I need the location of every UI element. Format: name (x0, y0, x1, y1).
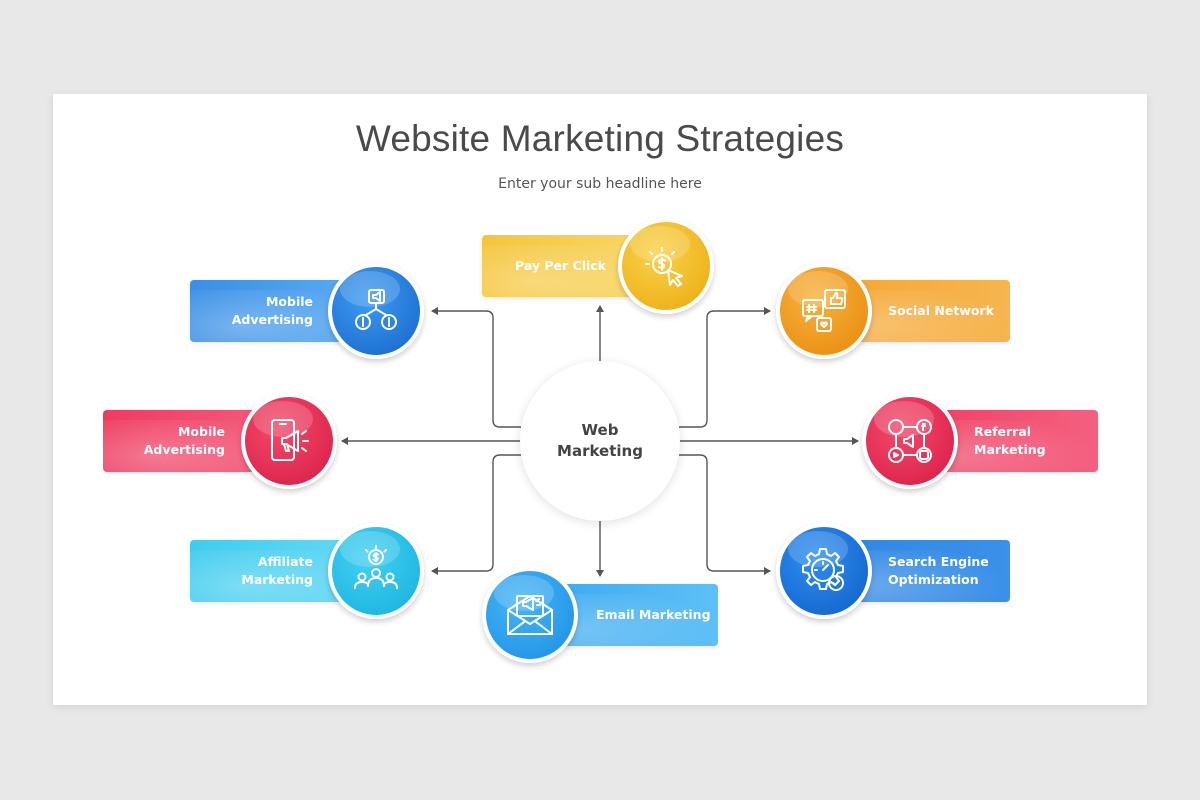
node-label-line2: Marketing (241, 572, 313, 587)
megaphone-coins-icon (328, 263, 424, 359)
node-label-line2: Advertising (231, 312, 313, 327)
page-subtitle: Enter your sub headline here (498, 176, 702, 192)
node-label: Pay Per Click (515, 258, 606, 273)
node-label: Email Marketing (596, 607, 711, 622)
center-line2: Marketing (557, 442, 643, 460)
connector-mobile-advertising-top (431, 307, 521, 428)
center-node-web-marketing: Web Marketing (520, 361, 680, 521)
affiliate-people-icon (328, 523, 424, 619)
node-label-line1: Search Engine (888, 554, 989, 569)
node-label: Mobile Advertising (232, 293, 390, 329)
node-label: Search Engine Optimization (810, 553, 989, 589)
click-dollar-icon (618, 218, 714, 314)
node-label: Social Network (888, 303, 994, 318)
node-label-line1: Affiliate (257, 554, 313, 569)
node-label: Affiliate Marketing (241, 553, 390, 589)
email-megaphone-icon (482, 567, 578, 663)
seo-gear-icon (776, 523, 872, 619)
social-chat-icon (776, 263, 872, 359)
node-label-line2: Optimization (888, 572, 979, 587)
node-label-line1: Referral (974, 424, 1032, 439)
node-label-line2: Advertising (143, 442, 225, 457)
page-title: Website Marketing Strategies (355, 118, 845, 159)
connector-affiliate-marketing (431, 454, 521, 575)
node-label-line2: Marketing (974, 442, 1046, 457)
phone-megaphone-icon (241, 393, 337, 489)
referral-network-icon (862, 393, 958, 489)
center-line1: Web (581, 421, 619, 439)
node-label: Mobile Advertising (144, 423, 303, 459)
node-label-line1: Mobile (177, 424, 225, 439)
node-label: Referral Marketing (898, 423, 1046, 459)
connector-seo (679, 454, 771, 575)
node-label-line1: Mobile (265, 294, 313, 309)
connector-social-network (679, 307, 771, 428)
